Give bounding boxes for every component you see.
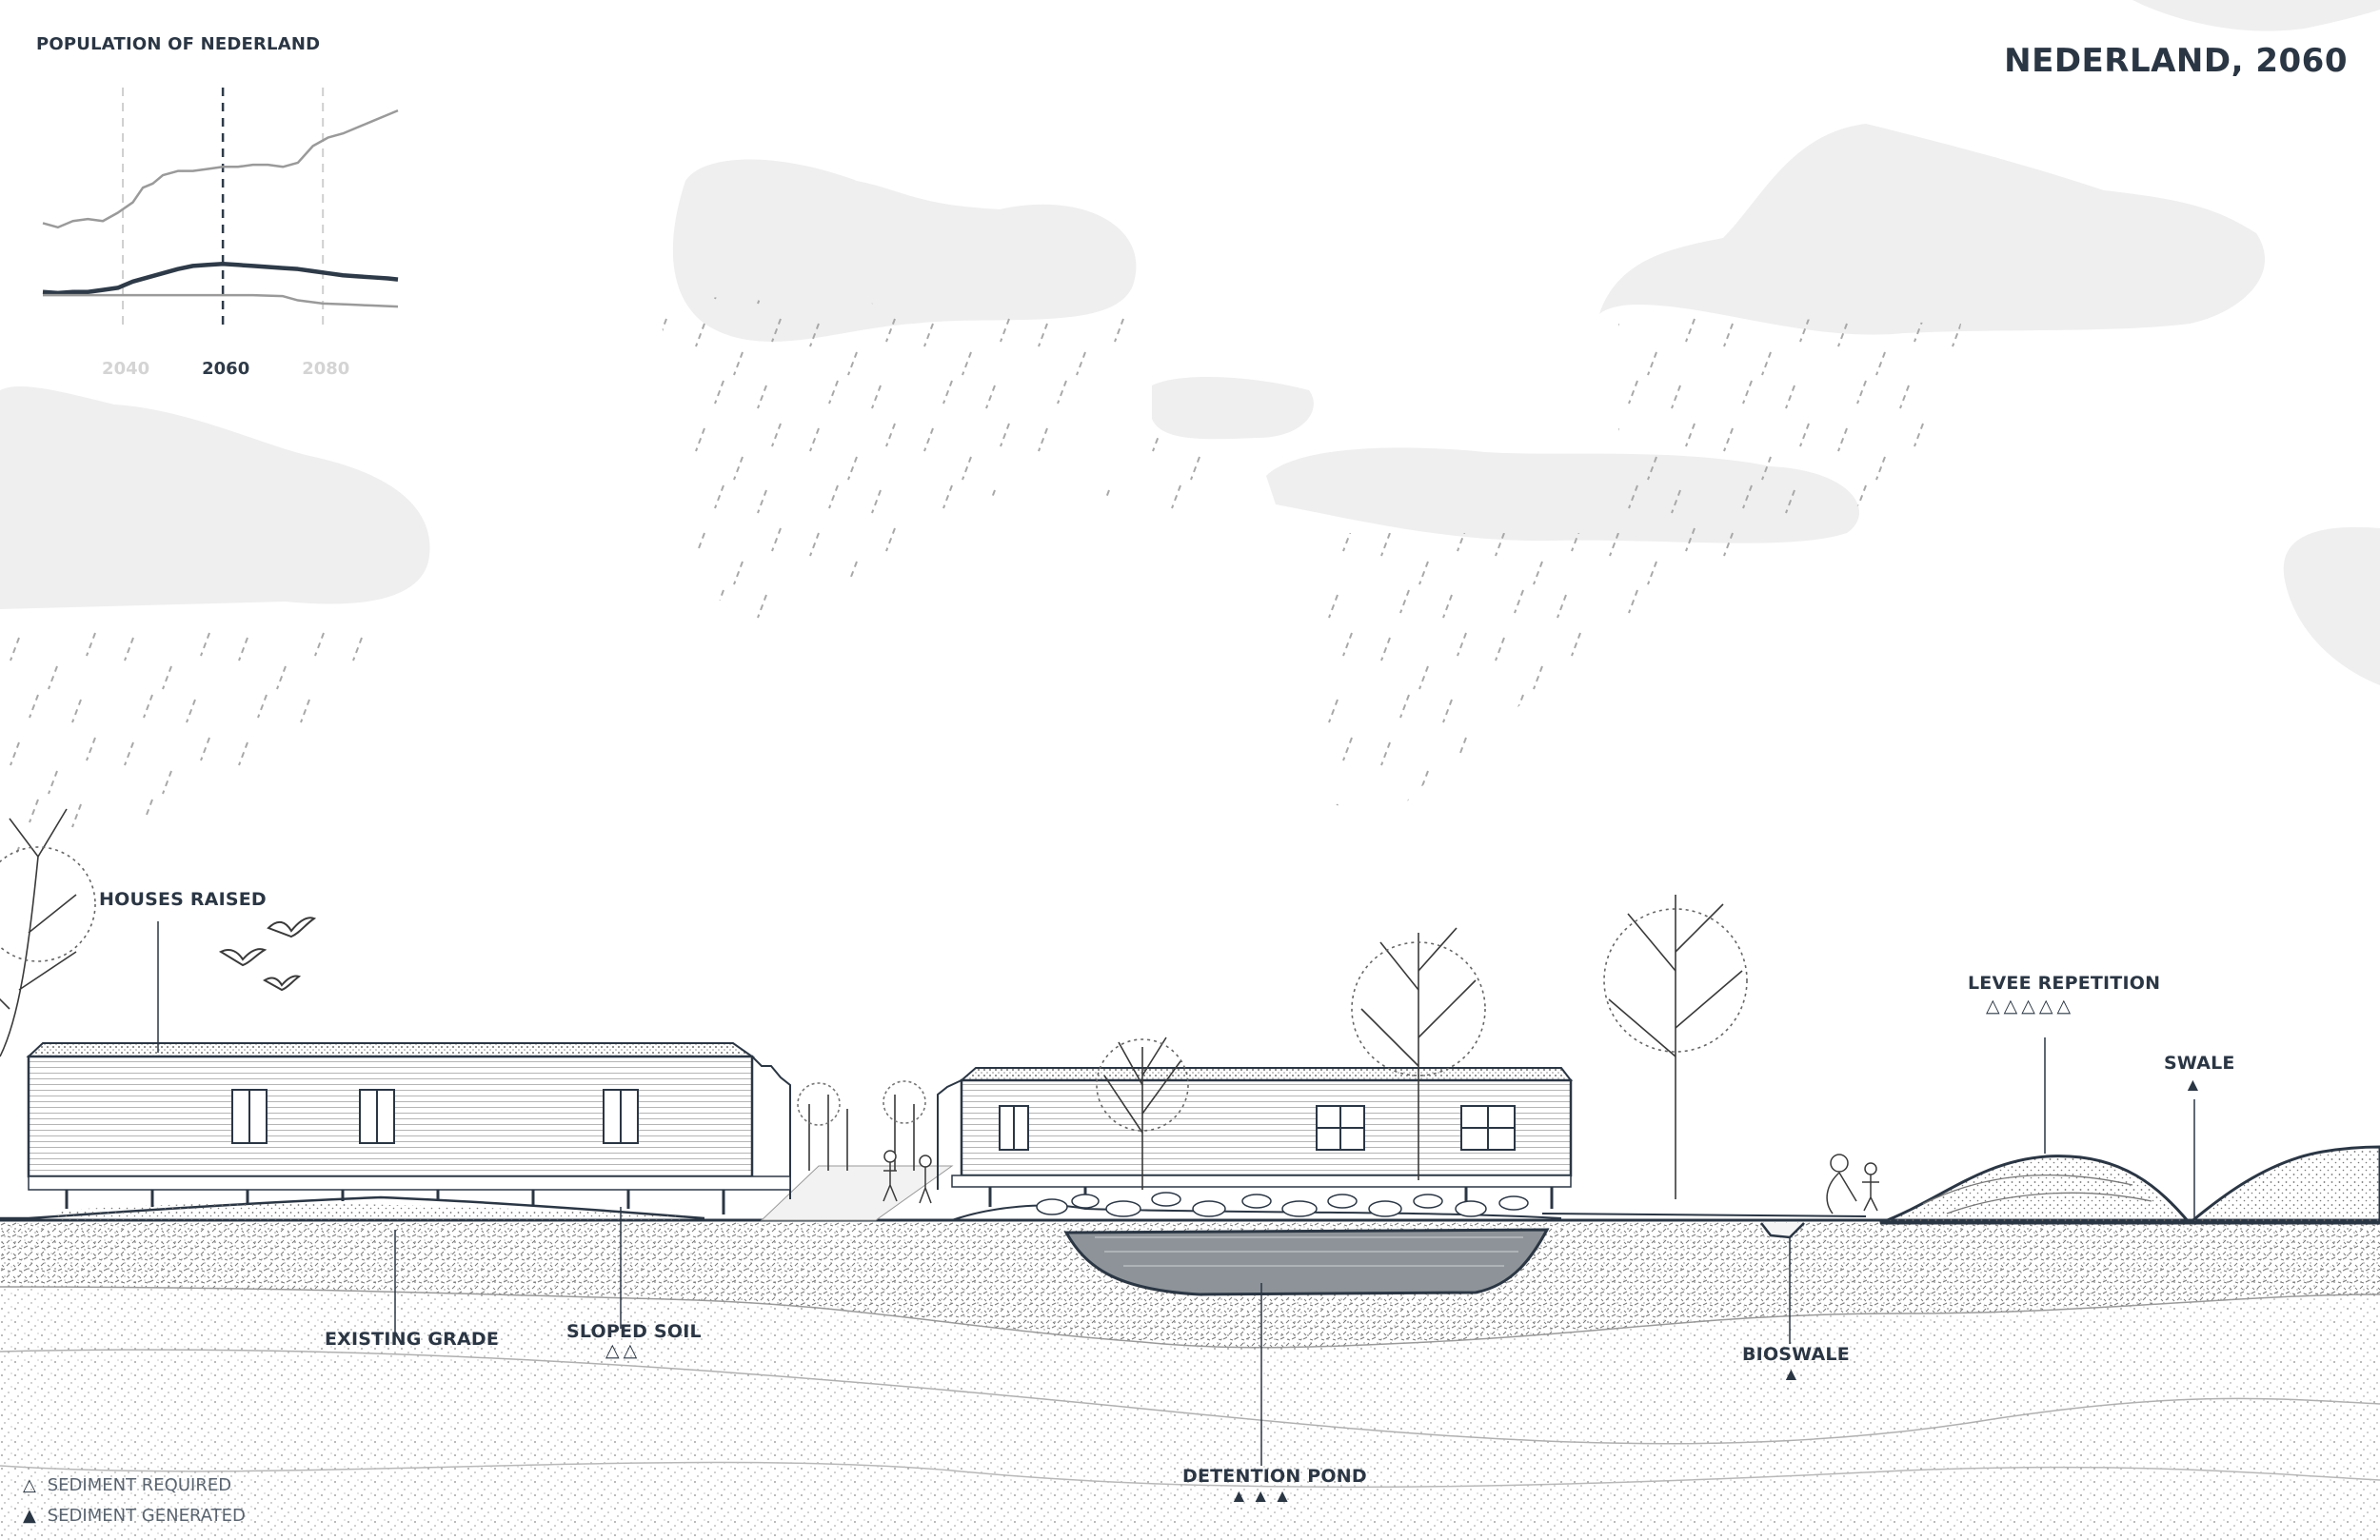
sediment-levee-repetition-icon: △△△△△ bbox=[1986, 997, 2075, 1017]
house-row-left bbox=[26, 1042, 791, 1214]
label-swale: SWALE bbox=[2164, 1053, 2235, 1074]
label-detention-pond: DETENTION POND bbox=[1182, 1466, 1367, 1487]
label-houses-raised: HOUSES RAISED bbox=[99, 889, 267, 910]
legend-required: △ SEDIMENT REQUIRED bbox=[23, 1475, 231, 1495]
sediment-swale-icon: ▲ bbox=[2184, 1076, 2206, 1096]
chart-series-lower bbox=[43, 293, 399, 308]
sediment-bioswale-icon: ▲ bbox=[1782, 1365, 1804, 1385]
chart-tick-2060: 2060 bbox=[202, 359, 250, 379]
people bbox=[883, 1150, 1879, 1214]
rain bbox=[0, 295, 1961, 857]
sediment-detention-pond-icon: ▲▲▲ bbox=[1230, 1487, 1296, 1507]
chart-series-main bbox=[42, 261, 399, 296]
chart-series-upper bbox=[42, 109, 399, 229]
chart-tick-2040: 2040 bbox=[102, 359, 150, 379]
triangle-filled-icon: ▲ bbox=[23, 1506, 36, 1526]
legend-generated-label: SEDIMENT GENERATED bbox=[47, 1506, 246, 1526]
legend-required-label: SEDIMENT REQUIRED bbox=[47, 1475, 232, 1495]
triangle-outline-icon: △ bbox=[23, 1475, 36, 1495]
population-chart bbox=[42, 88, 399, 326]
trees bbox=[0, 808, 1748, 1199]
label-sloped-soil: SLOPED SOIL bbox=[566, 1321, 702, 1342]
label-bioswale: BIOSWALE bbox=[1742, 1344, 1850, 1365]
chart-tick-2080: 2080 bbox=[302, 359, 350, 379]
page-title: NEDERLAND, 2060 bbox=[2004, 42, 2348, 80]
label-levee-repetition: LEVEE REPETITION bbox=[1968, 973, 2161, 994]
house-row-right bbox=[937, 1067, 1574, 1209]
levee bbox=[1760, 1145, 2380, 1239]
leader-lines bbox=[157, 921, 2195, 1466]
chart-title: POPULATION OF NEDERLAND bbox=[36, 34, 321, 54]
detention-pond bbox=[1063, 1228, 1550, 1296]
rocks bbox=[1036, 1192, 1529, 1217]
legend-generated: ▲ SEDIMENT GENERATED bbox=[23, 1506, 246, 1526]
birds bbox=[218, 917, 317, 992]
clouds bbox=[0, 0, 2380, 685]
label-existing-grade: EXISTING GRADE bbox=[325, 1329, 500, 1350]
sediment-sloped-soil-icon: △△ bbox=[605, 1341, 642, 1361]
ground-surface bbox=[0, 1165, 1867, 1221]
